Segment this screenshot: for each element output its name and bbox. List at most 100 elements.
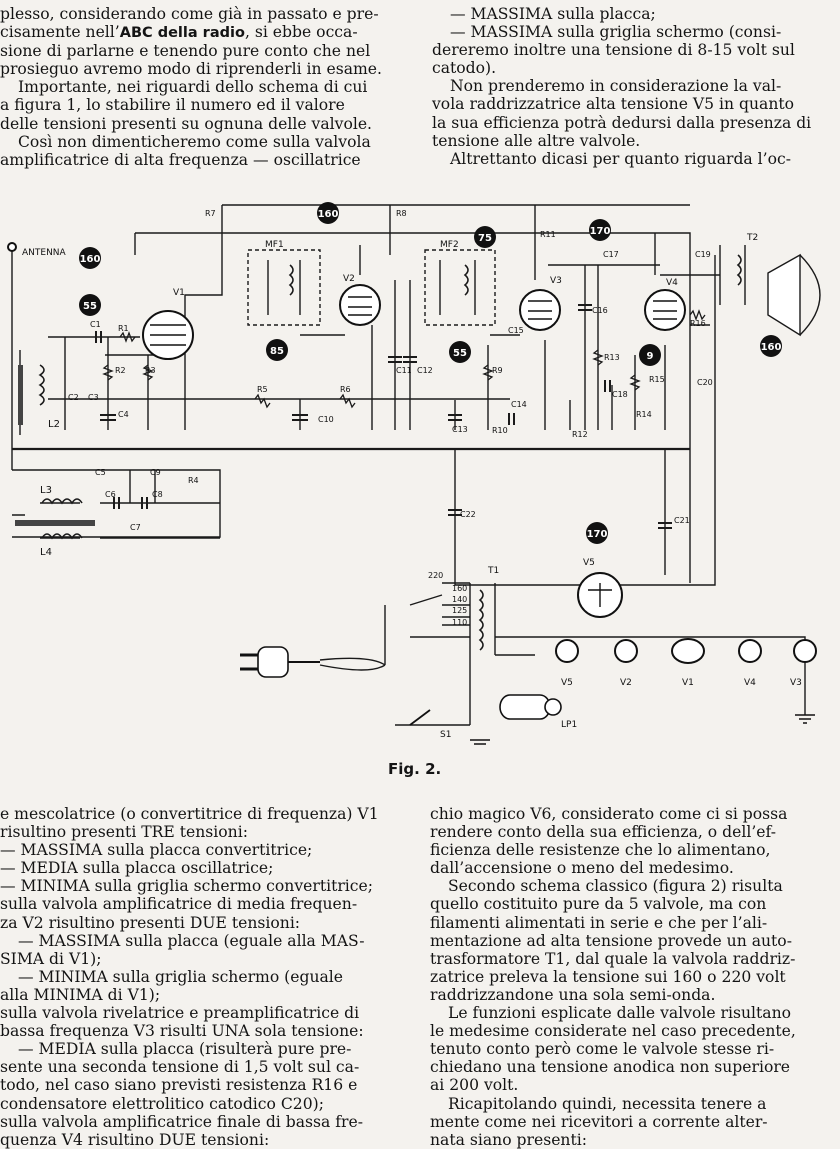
text-column-bottom-left: e mescolatrice (o convertitrice di frequ…: [0, 805, 410, 1149]
mains-plug-icon: [240, 646, 320, 678]
text-line: — MASSIMA sulla placca (eguale alla MAS-: [18, 931, 365, 950]
badge-85: 85: [266, 339, 288, 361]
valve-internals: [150, 296, 677, 607]
label-c1: C1: [90, 320, 101, 329]
label-s1: S1: [440, 730, 451, 740]
pilot-lamp-icon: [499, 694, 562, 720]
text-line: a figura 1, lo stabilire il numero ed il…: [0, 96, 345, 115]
label-r15: R15: [649, 375, 665, 384]
label-tap-160: 160: [452, 584, 467, 593]
text-line: e mescolatrice (o convertitrice di frequ…: [0, 805, 379, 823]
label-l2: L2: [48, 419, 60, 430]
text-line: prosieguo avremo modo di riprenderli in …: [0, 60, 382, 79]
label-r9: R9: [492, 366, 503, 375]
label-v3: V3: [550, 276, 562, 286]
text-line: sione di parlarne e tenendo pure conto c…: [0, 42, 371, 61]
text-line: quello costituito pure da 5 valvole, ma …: [430, 895, 767, 914]
text-line: bassa frequenza V3 risulti UNA sola tens…: [0, 1022, 364, 1041]
badge-label: 55: [83, 301, 97, 312]
label-r16: R16: [690, 319, 706, 328]
label-v1: V1: [173, 288, 185, 298]
text-line: tenuto conto però come le valvole stesse…: [430, 1040, 775, 1059]
badge-label: 55: [453, 348, 467, 359]
text-line: ai 200 volt.: [430, 1076, 519, 1095]
text-line: tensione alle altre valvole.: [432, 131, 641, 150]
text-line: — MASSIMA sulla placca convertitrice;: [0, 841, 313, 860]
label-tap-220: 220: [428, 571, 443, 580]
circuit-schematic: 160 55 160 85 75 55 170 9 160 170 ANTENN…: [7, 202, 821, 745]
text-line: mente come nei ricevitori a corrente alt…: [430, 1112, 768, 1131]
text-line: rendere conto della sua efficienza, o de…: [430, 823, 777, 842]
text-line: nata siano presenti:: [430, 1130, 587, 1149]
text-line: Le funzioni esplicate dalle valvole risu…: [448, 1004, 792, 1023]
text-line: todo, nel caso siano previsti resistenza…: [0, 1076, 358, 1095]
component-labels: ANTENNA MF1 MF2 T2 T1 L2 L3 L4 C1 C2 C3 …: [22, 209, 802, 740]
text-line: — MEDIA sulla placca oscillatrice;: [0, 859, 274, 878]
label-r12: R12: [572, 430, 588, 439]
label-c15: C15: [508, 326, 524, 335]
badge-label: 170: [590, 226, 611, 237]
text-line: cisamente nell’ABC della radio, si ebbe …: [0, 23, 358, 42]
label-lp1: LP1: [561, 720, 577, 730]
text-line: filamenti alimentati in serie e che per …: [430, 913, 768, 932]
bold-title: ABC della radio: [119, 25, 245, 42]
text-line: — MASSIMA sulla placca;: [450, 5, 656, 23]
label-c9: C9: [150, 468, 161, 477]
label-r2: R2: [115, 366, 126, 375]
text-line: catodo).: [432, 59, 497, 78]
label-c5: C5: [95, 468, 106, 477]
text-line: za V2 risultino presenti DUE tensioni:: [0, 913, 301, 932]
label-tap-110: 110: [452, 618, 467, 627]
text-line: Ricapitolando quindi, necessita tenere a: [448, 1094, 767, 1113]
label-r6: R6: [340, 385, 351, 394]
label-r14: R14: [636, 410, 652, 419]
label-chain-v3: V3: [790, 678, 802, 688]
badge-label: 160: [80, 254, 101, 265]
text-line: zatrice preleva la tensione sui 160 o 22…: [430, 967, 786, 986]
voltage-badges: 160 55 160 85 75 55 170 9 160 170: [79, 202, 782, 544]
label-v5: V5: [583, 558, 595, 568]
label-tap-125: 125: [452, 606, 467, 615]
badge-label: 85: [270, 346, 284, 357]
caption-number: 2.: [425, 760, 442, 778]
badge-55-a: 55: [79, 294, 101, 316]
antenna-terminal-icon: [7, 242, 17, 252]
badge-170-b: 170: [586, 522, 608, 544]
badge-label: 9: [647, 351, 654, 362]
label-chain-v5: V5: [561, 678, 573, 688]
label-antenna: ANTENNA: [22, 248, 67, 258]
badge-label: 75: [478, 233, 492, 244]
text-line: — MINIMA sulla griglia schermo (eguale: [18, 967, 344, 986]
label-r5: R5: [257, 385, 268, 394]
switch-s1-icon: [409, 709, 431, 726]
text-column-top-left: plesso, considerando come già in passato…: [0, 5, 408, 169]
label-mf2: MF2: [440, 240, 459, 250]
badge-170-a: 170: [589, 219, 611, 241]
text-line: sulla valvola amplificatrice di media fr…: [0, 895, 358, 914]
label-l4: L4: [40, 547, 52, 558]
caption-prefix: Fig.: [388, 760, 420, 778]
label-r13: R13: [604, 353, 620, 362]
label-chain-v4: V4: [744, 678, 756, 688]
label-mf1: MF1: [265, 240, 284, 250]
label-r7: R7: [205, 209, 216, 218]
badge-label: 170: [587, 529, 608, 540]
text-line: ficienza delle resistenze che lo aliment…: [430, 841, 771, 860]
label-c11: C11: [396, 366, 412, 375]
text-line: — MINIMA sulla griglia schermo convertit…: [0, 877, 374, 896]
label-r4: R4: [188, 476, 199, 485]
badge-160-c: 160: [760, 335, 782, 357]
label-l3: L3: [40, 485, 52, 496]
label-r8: R8: [396, 209, 407, 218]
badge-75: 75: [474, 226, 496, 248]
badge-160-a: 160: [79, 247, 101, 269]
text-line: Importante, nei riguardi dello schema di…: [18, 78, 368, 97]
text-line: Altrettanto dicasi per quanto riguarda l…: [450, 149, 792, 168]
label-c21: C21: [674, 516, 690, 525]
text-line: raddrizzandone una sola semi-onda.: [430, 985, 716, 1004]
wiring: [11, 204, 821, 726]
text-column-top-right: — MASSIMA sulla placca; — MASSIMA sulla …: [432, 5, 832, 168]
label-v4: V4: [666, 278, 678, 288]
text-line: dall’accensione o meno del medesimo.: [430, 859, 734, 878]
text-line: amplificatrice di alta frequenza — oscil…: [0, 150, 361, 169]
